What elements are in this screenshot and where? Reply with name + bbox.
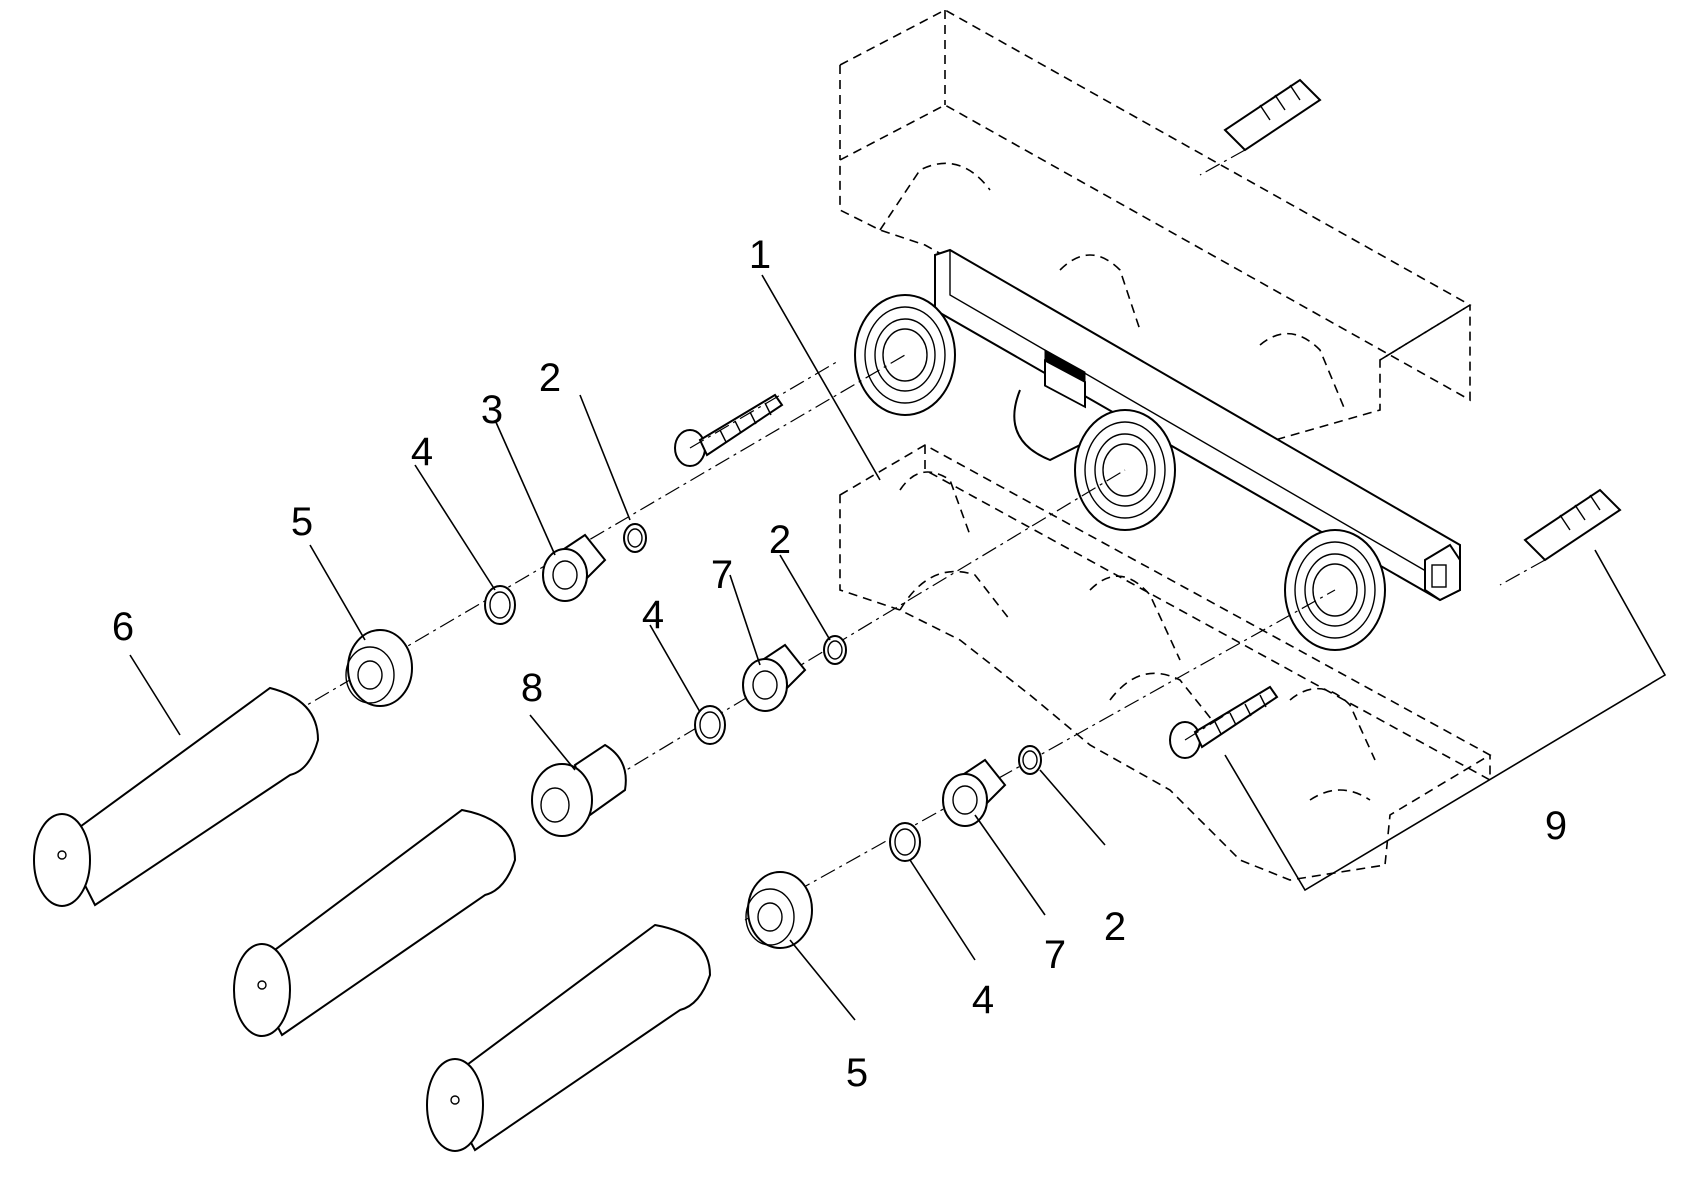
manifold-rail — [854, 248, 1461, 651]
wall-plug-top — [1223, 78, 1322, 152]
outlet-boss-top — [854, 294, 956, 416]
cover-sleeve-middle — [233, 808, 517, 1037]
o-ring-middle-4 — [694, 705, 726, 745]
wall-plug-right — [1523, 488, 1622, 562]
screw-bottom — [1169, 685, 1279, 759]
upper-insulation-block — [839, 9, 1472, 441]
insert-top-3 — [542, 533, 607, 602]
screw-top — [674, 393, 784, 467]
cap-top-5 — [345, 629, 413, 707]
callout-7-middle: 7 — [710, 553, 734, 597]
o-ring-middle-2 — [823, 635, 847, 665]
callout-1: 1 — [748, 233, 772, 277]
callout-4-top: 4 — [410, 430, 434, 474]
callout-4-middle: 4 — [641, 593, 665, 637]
o-ring-bottom-2 — [1018, 745, 1042, 775]
callout-9: 9 — [1544, 804, 1568, 848]
o-ring-bottom-4 — [889, 822, 921, 862]
o-ring-top-2 — [623, 523, 647, 553]
callout-2-bottom: 2 — [1103, 905, 1127, 949]
callout-5-bottom: 5 — [845, 1051, 869, 1095]
o-ring-top-4 — [484, 585, 516, 625]
cover-sleeve-bottom — [426, 923, 712, 1152]
callout-8: 8 — [520, 666, 544, 710]
plug-middle-8 — [531, 743, 627, 837]
callout-2-middle: 2 — [768, 518, 792, 562]
insert-middle-7 — [742, 643, 807, 712]
callout-2-top: 2 — [538, 356, 562, 400]
leader-lines — [129, 274, 1667, 1021]
callout-6: 6 — [111, 605, 135, 649]
callout-7-bottom: 7 — [1043, 933, 1067, 977]
cover-sleeve-6 — [33, 686, 320, 907]
callout-5-top: 5 — [290, 500, 314, 544]
insert-bottom-7 — [942, 758, 1007, 827]
cap-bottom-5 — [745, 871, 813, 949]
lower-insulation-block — [839, 444, 1492, 881]
callout-4-bottom: 4 — [971, 978, 995, 1022]
callout-3: 3 — [480, 388, 504, 432]
